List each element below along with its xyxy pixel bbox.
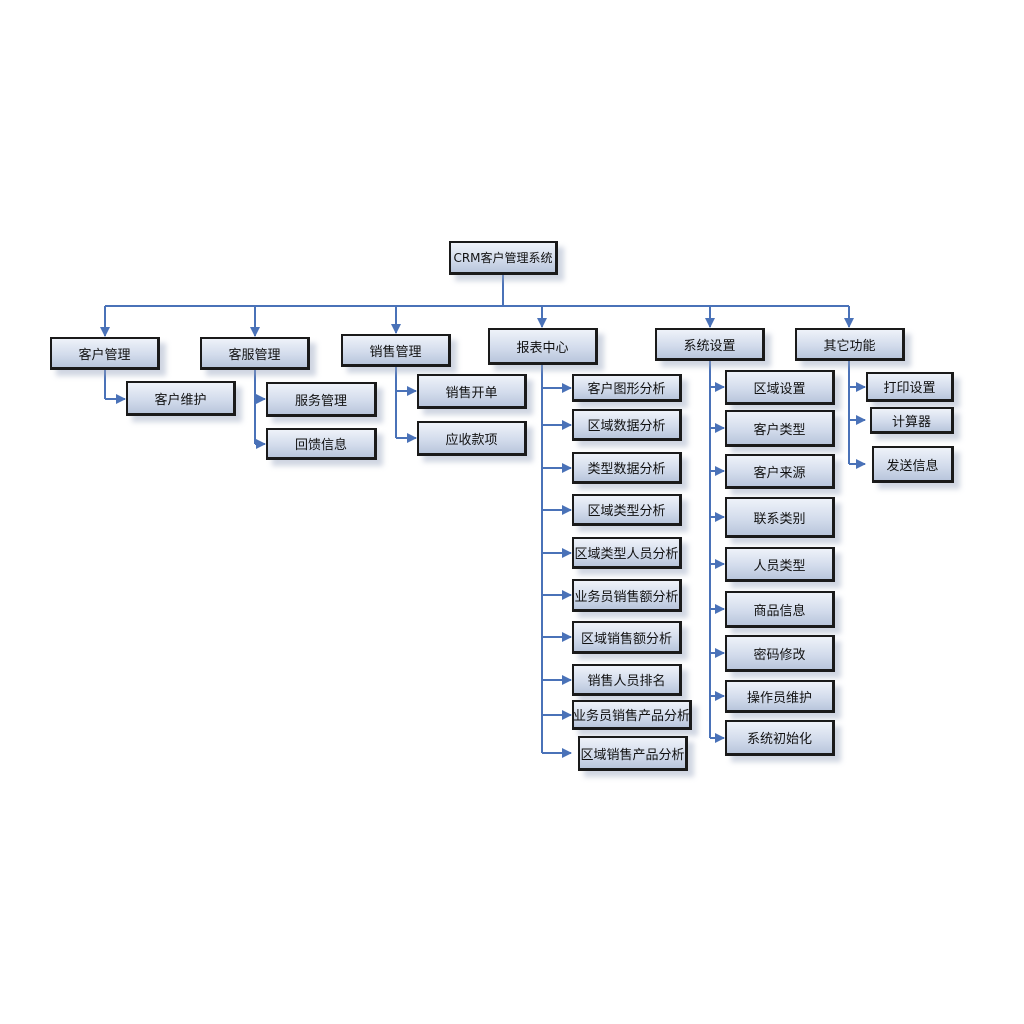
leaf-sales-order: 销售开单 — [417, 374, 527, 409]
leaf-feedback-info: 回馈信息 — [266, 428, 377, 460]
leaf-region-data-analysis: 区域数据分析 — [572, 409, 682, 441]
leaf-staff-type: 人员类型 — [725, 547, 835, 582]
category-label: 系统设置 — [683, 338, 736, 354]
leaf-label: 密码修改 — [753, 647, 806, 663]
leaf-salesperson-revenue-analysis: 业务员销售额分析 — [572, 579, 682, 612]
leaf-region-settings: 区域设置 — [725, 370, 835, 405]
leaf-label: 计算器 — [891, 414, 931, 430]
leaf-label: 类型数据分析 — [587, 462, 666, 477]
category-system-settings: 系统设置 — [655, 328, 765, 361]
leaf-label: 区域销售产品分析 — [580, 747, 685, 763]
leaf-region-revenue-analysis: 区域销售额分析 — [572, 621, 682, 654]
leaf-label: 区域类型分析 — [587, 504, 666, 519]
category-label: 其它功能 — [823, 338, 876, 354]
leaf-label: 系统初始化 — [746, 732, 812, 747]
category-label: 报表中心 — [516, 340, 569, 356]
leaf-label: 联系类别 — [753, 511, 806, 527]
leaf-label: 发送信息 — [886, 458, 939, 474]
leaf-print-settings: 打印设置 — [866, 372, 954, 402]
leaf-label: 客户来源 — [753, 465, 806, 481]
leaf-customer-maintenance: 客户维护 — [126, 381, 236, 416]
category-label: 客户管理 — [78, 347, 131, 363]
leaf-operator-maintenance: 操作员维护 — [725, 680, 835, 713]
leaf-label: 业务员销售产品分析 — [573, 709, 691, 724]
leaf-label: 销售人员排名 — [587, 674, 666, 689]
leaf-label: 人员类型 — [753, 558, 806, 574]
leaf-receivables: 应收款项 — [417, 421, 527, 456]
leaf-label: 区域销售额分析 — [580, 631, 672, 647]
leaf-send-message: 发送信息 — [872, 446, 954, 483]
leaf-label: 操作员维护 — [746, 690, 812, 706]
leaf-label: 区域类型人员分析 — [574, 547, 679, 562]
leaf-product-info: 商品信息 — [725, 591, 835, 628]
leaf-label: 回馈信息 — [294, 438, 347, 453]
leaf-service-management: 服务管理 — [266, 382, 377, 417]
leaf-label: 应收款项 — [445, 432, 498, 448]
category-other-functions: 其它功能 — [795, 328, 905, 361]
leaf-contact-category: 联系类别 — [725, 497, 835, 538]
leaf-label: 客户维护 — [154, 392, 207, 408]
category-customer-service: 客服管理 — [200, 337, 310, 370]
root-node: CRM客户管理系统 — [449, 241, 558, 275]
leaf-calculator: 计算器 — [870, 407, 954, 434]
leaf-region-type-staff-analysis: 区域类型人员分析 — [572, 537, 682, 569]
leaf-label: 业务员销售额分析 — [574, 589, 679, 605]
leaf-label: 区域数据分析 — [587, 419, 666, 434]
leaf-type-data-analysis: 类型数据分析 — [572, 452, 682, 484]
leaf-sales-staff-ranking: 销售人员排名 — [572, 664, 682, 696]
leaf-salesperson-product-analysis: 业务员销售产品分析 — [572, 700, 692, 730]
leaf-label: 区域设置 — [753, 381, 806, 397]
leaf-label: 打印设置 — [883, 381, 936, 396]
leaf-label: 销售开单 — [445, 385, 498, 401]
leaf-region-product-analysis: 区域销售产品分析 — [578, 736, 688, 771]
leaf-region-type-analysis: 区域类型分析 — [572, 494, 682, 526]
leaf-label: 客户类型 — [753, 422, 806, 438]
leaf-customer-type: 客户类型 — [725, 410, 835, 447]
category-customer-management: 客户管理 — [50, 337, 160, 370]
category-label: 客服管理 — [228, 347, 281, 363]
leaf-system-initialization: 系统初始化 — [725, 720, 835, 756]
leaf-customer-source: 客户来源 — [725, 454, 835, 489]
root-label: CRM客户管理系统 — [453, 251, 553, 265]
category-report-center: 报表中心 — [488, 328, 598, 365]
leaf-label: 客户图形分析 — [587, 382, 666, 397]
leaf-password-change: 密码修改 — [725, 635, 835, 672]
leaf-label: 服务管理 — [294, 393, 347, 409]
leaf-label: 商品信息 — [753, 603, 806, 619]
leaf-customer-graph-analysis: 客户图形分析 — [572, 374, 682, 402]
category-sales-management: 销售管理 — [341, 334, 451, 367]
category-label: 销售管理 — [369, 344, 422, 360]
